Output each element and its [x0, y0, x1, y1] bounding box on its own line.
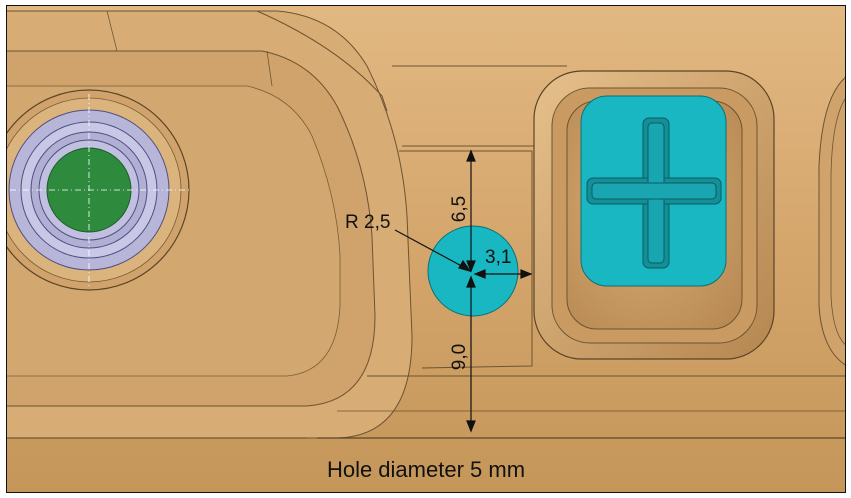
hole — [427, 225, 519, 317]
cad-view: R 2,5 3,1 6,5 9,0 Hole diameter 5 mm — [6, 5, 846, 493]
radius-label: R 2,5 — [345, 212, 390, 233]
side-distance-label: 3,1 — [485, 247, 511, 268]
top-distance-label: 6,5 — [449, 196, 470, 222]
part-drawing: R 2,5 3,1 6,5 9,0 — [7, 6, 845, 492]
bottom-distance-label: 9,0 — [449, 344, 470, 370]
boss — [7, 89, 190, 291]
dimension-lines — [394, 149, 533, 433]
cross-recess — [586, 117, 722, 269]
